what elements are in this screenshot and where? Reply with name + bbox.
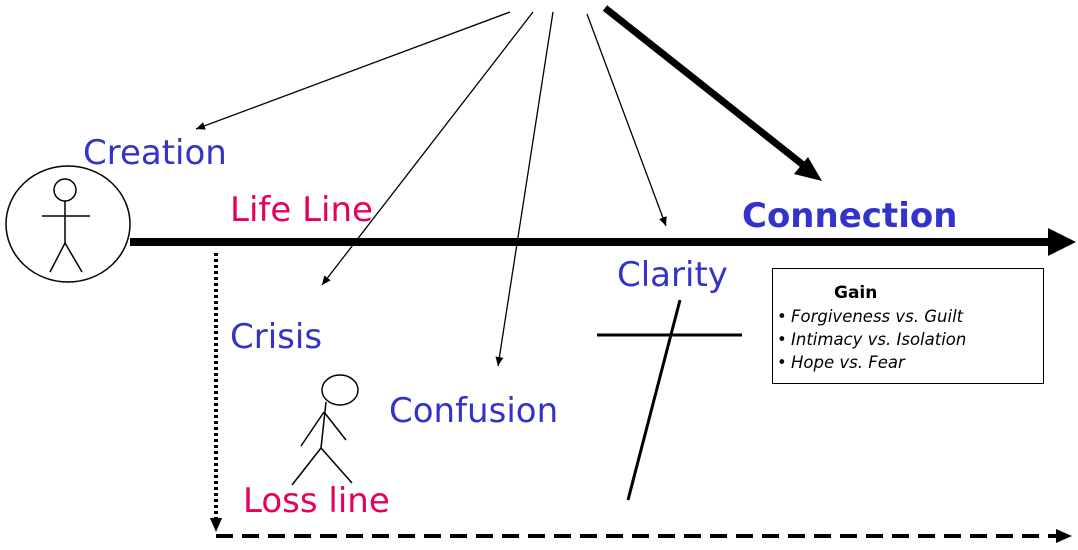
gain-item: • Intimacy vs. Isolation: [773, 328, 1043, 351]
gain-item-text: Hope vs. Fear: [791, 353, 905, 372]
bullet-icon: •: [777, 353, 787, 372]
loss-line-arrow: [210, 253, 1072, 543]
gain-item: • Forgiveness vs. Guilt: [773, 305, 1043, 328]
clarity-label: Clarity: [617, 255, 728, 295]
gain-item-text: Forgiveness vs. Guilt: [791, 307, 964, 326]
life-line-label: Life Line: [230, 190, 373, 230]
radiating-arrows: [195, 5, 822, 367]
gain-title: Gain: [834, 283, 878, 303]
creation-person-icon: [5, 165, 131, 283]
crisis-label: Crisis: [230, 317, 323, 357]
bullet-icon: •: [777, 307, 787, 326]
creation-label: Creation: [83, 133, 227, 173]
connection-label: Connection: [742, 196, 958, 236]
confusion-label: Confusion: [389, 391, 559, 431]
crisis-person-icon: [291, 374, 359, 486]
gain-list: • Forgiveness vs. Guilt • Intimacy vs. I…: [773, 305, 1043, 374]
loss-line-label: Loss line: [243, 481, 390, 521]
life-line-arrow: [130, 228, 1076, 256]
gain-item: • Hope vs. Fear: [773, 351, 1043, 374]
gain-box: Gain • Forgiveness vs. Guilt • Intimacy …: [772, 268, 1044, 384]
cross-icon: [597, 299, 742, 501]
gain-item-text: Intimacy vs. Isolation: [791, 330, 967, 349]
bullet-icon: •: [777, 330, 787, 349]
